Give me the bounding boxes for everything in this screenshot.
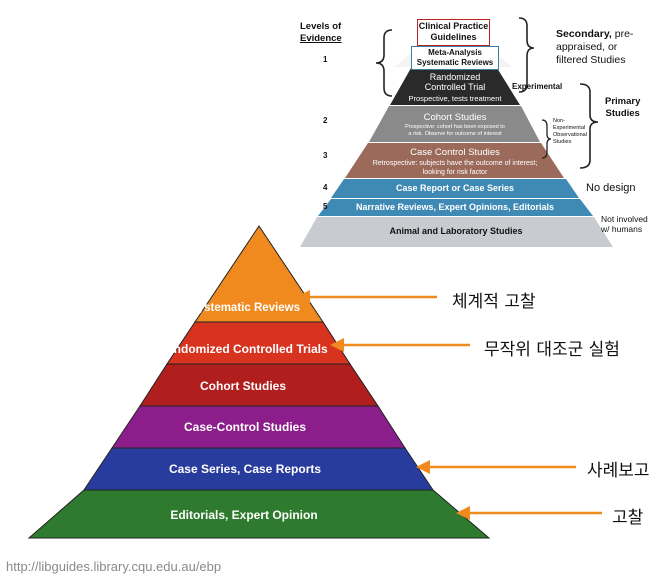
narrative-title: Narrative Reviews, Expert Opinions, Edit… [355, 202, 555, 212]
label-case-series: Case Series, Case Reports [168, 462, 322, 476]
level-number-5: 5 [323, 202, 328, 211]
level-number-2: 2 [323, 116, 328, 125]
case-report-title: Case Report or Case Series [395, 183, 515, 193]
observational-brace [541, 119, 552, 159]
primary-brace [579, 83, 599, 169]
annotation-case-report-ko: 사례보고 [587, 461, 650, 481]
arrow-systematic-reviews [296, 290, 437, 304]
label-case-control-studies: Case-Control Studies [183, 420, 307, 434]
rct-subtitle: Prospective, tests treatment [408, 94, 502, 103]
case-control-tier [345, 143, 564, 178]
annotation-editorial-ko: 고찰 [612, 508, 644, 528]
secondary-brace [518, 17, 535, 93]
level1-brace [375, 29, 393, 97]
annotation-rct-ko: 무작위 대조군 실험 [484, 340, 620, 360]
label-cohort-studies: Cohort Studies [200, 379, 286, 393]
level-number-4: 4 [323, 183, 328, 192]
levels-of-heading: Levels of Evidence [300, 21, 342, 44]
source-url: http://libguides.library.cqu.edu.au/ebp [6, 559, 222, 574]
arrow-editorials [456, 506, 602, 520]
annotation-systematic-review-ko: 체계적 고찰 [452, 292, 536, 312]
secondary-label: Secondary, pre- appraised, or filtered S… [556, 28, 634, 66]
non-experimental-label: Non- Experimental Observational Studies [553, 118, 587, 145]
arrow-case-series [416, 460, 576, 474]
label-editorials: Editorials, Expert Opinion [170, 508, 318, 522]
rct-tier [390, 68, 520, 105]
cohort-tier [369, 106, 540, 142]
label-randomized-controlled-trials: Randomized Controlled Trials [158, 342, 328, 356]
case-report-tier [331, 179, 579, 198]
cohort-title: Cohort Studies [423, 112, 487, 123]
animal-tier [300, 217, 613, 247]
layer-editorials [27, 489, 491, 539]
arrow-rct [330, 338, 470, 352]
no-design-label: No design [586, 182, 636, 194]
level-number-1: 1 [323, 55, 328, 64]
case-control-subtitle: Retrospective: subjects have the outcome… [372, 160, 538, 176]
label-systematic-reviews: Systematic Reviews [190, 302, 300, 314]
level-number-3: 3 [323, 151, 328, 160]
case-control-title: Case Control Studies [410, 147, 500, 158]
animal-title: Animal and Laboratory Studies [389, 226, 523, 236]
experimental-label: Experimental [512, 82, 563, 91]
narrative-tier [318, 199, 593, 216]
